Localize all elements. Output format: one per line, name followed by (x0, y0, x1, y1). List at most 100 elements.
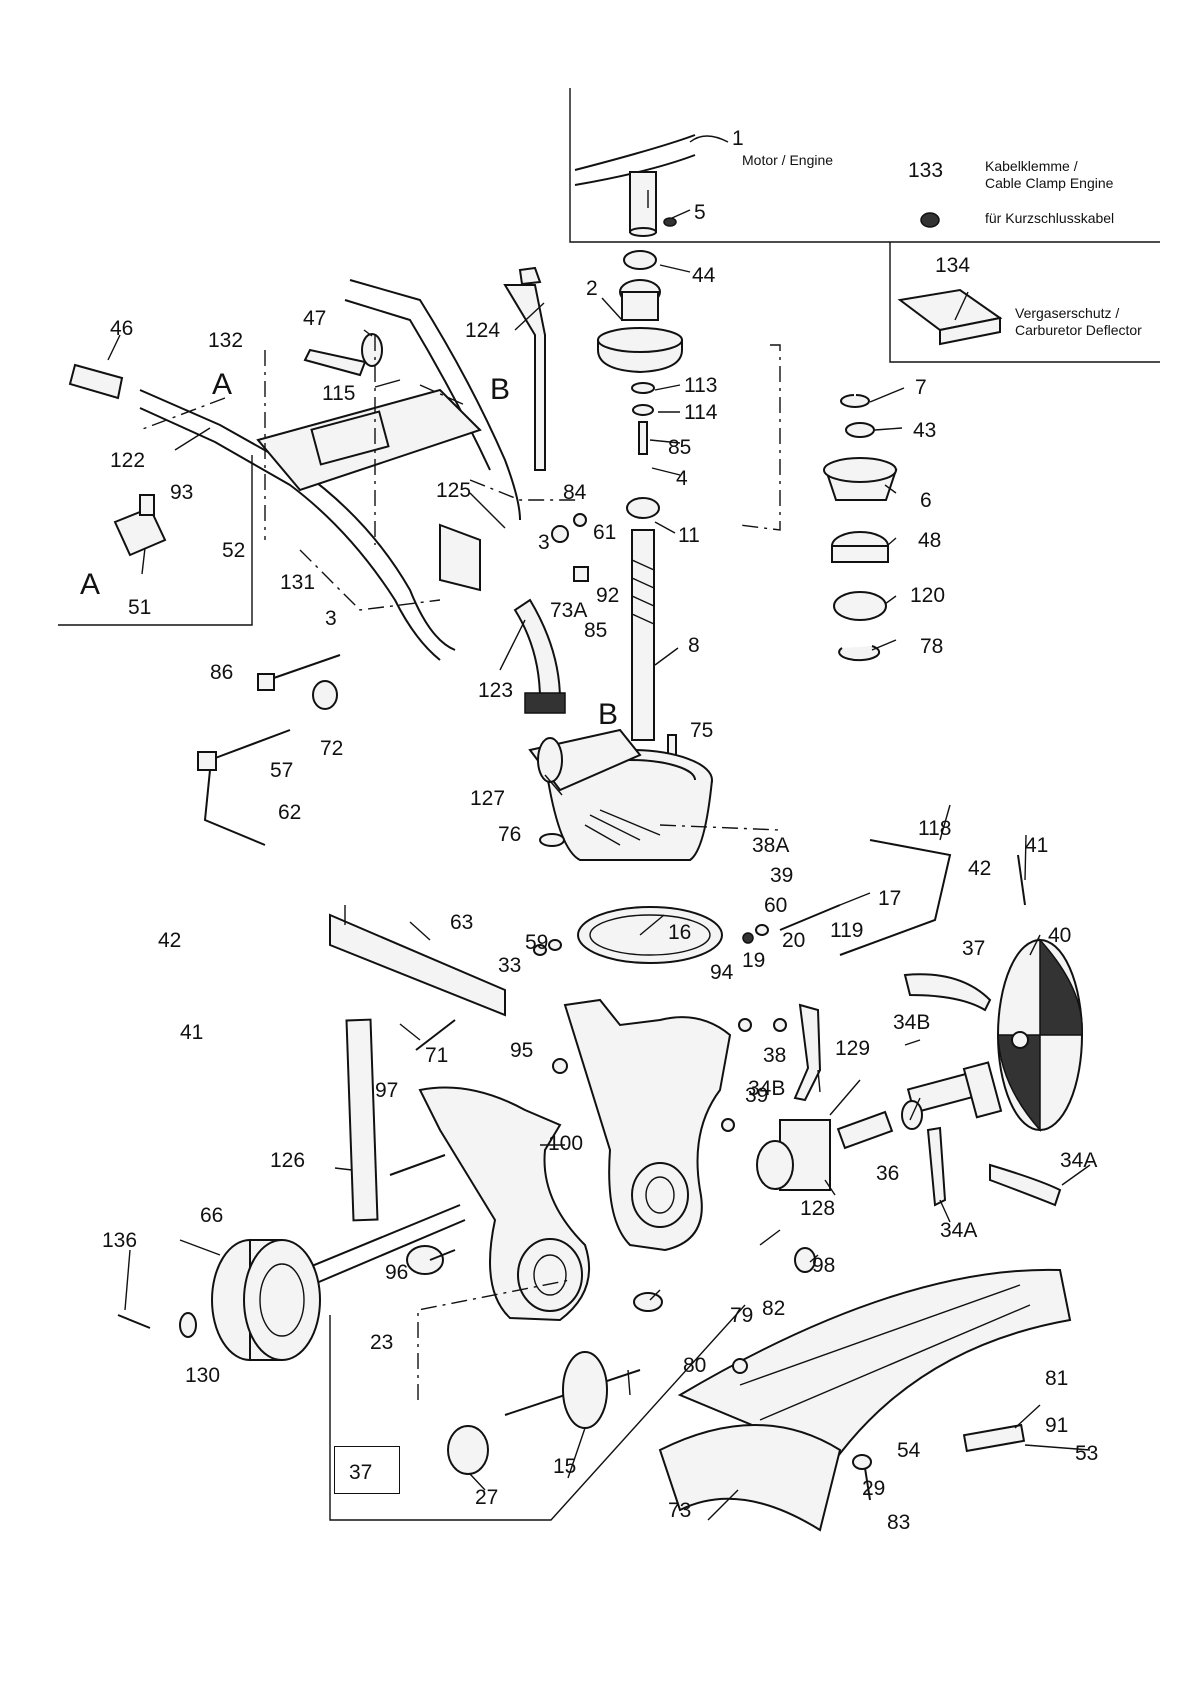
cable-clamp-note: für Kurzschlusskabel (985, 210, 1115, 226)
callout-6: 6 (920, 489, 932, 512)
callout-42: 42 (158, 929, 182, 952)
carburetor-deflector-drawing (897, 288, 1003, 346)
callout-80: 81 (1045, 1367, 1069, 1390)
callout-125: 125 (436, 479, 472, 502)
callout-59: 59 (525, 931, 549, 954)
callout-34b: 34B (748, 1077, 786, 1100)
callout-115: 115 (322, 382, 356, 405)
callout-71: 71 (425, 1044, 449, 1067)
callout-66: 66 (200, 1204, 224, 1227)
callout-118: 118 (918, 817, 952, 840)
callout-54: 53 (1075, 1442, 1099, 1465)
callout-11: 11 (678, 524, 700, 547)
callout-93: 93 (170, 481, 194, 504)
callout-15: 54 (897, 1439, 921, 1462)
wheel-drawing (211, 1239, 321, 1361)
callout-39: 39 (745, 1084, 769, 1107)
callout-136: 136 (102, 1229, 138, 1252)
sub-assembly-box-135: 37 (334, 1446, 400, 1494)
callout-126: 126 (270, 1149, 306, 1172)
callout-47: 47 (303, 307, 327, 330)
callout-132: 132 (208, 329, 244, 352)
callout-29: 27 (475, 1486, 499, 1509)
gearbox-casing-drawing (418, 998, 732, 1322)
callout-34a: 34A (1060, 1149, 1098, 1172)
callout-27: 15 (553, 1455, 577, 1478)
callout-124: 124 (465, 319, 501, 342)
callout-63: 63 (450, 911, 474, 934)
callout-3: 3 (325, 607, 337, 630)
callout-51: 51 (128, 596, 152, 619)
callout-91: 80 (683, 1354, 707, 1377)
callout-1: 1 (732, 127, 744, 150)
tine-guard-drawing (658, 1268, 1072, 1532)
callout-100: 100 (548, 1132, 584, 1155)
callout-53: 91 (1045, 1414, 1069, 1437)
callout-7: 7 (915, 376, 927, 399)
callout-72: 72 (320, 737, 344, 760)
handlebar-drawing (68, 266, 566, 714)
callout-37: 37 (962, 937, 986, 960)
callout-113: 113 (684, 374, 718, 397)
callout-62: 62 (278, 801, 302, 824)
callout-129: 129 (835, 1037, 871, 1060)
callout-52: 52 (222, 539, 246, 562)
callout-41: 41 (1025, 834, 1049, 857)
engine-label: Motor / Engine (742, 152, 834, 168)
carburetor-deflector-subtitle: Carburetor Deflector (1015, 322, 1142, 338)
callout-8: 8 (688, 634, 700, 657)
callout-73a: 73A (550, 599, 588, 622)
callout-61: 61 (593, 521, 617, 544)
callout-73: 29 (862, 1477, 886, 1500)
carburetor-deflector-title: Vergaserschutz / (1015, 305, 1120, 321)
callout-34a: 34A (940, 1219, 978, 1242)
marker-a: A (212, 368, 233, 401)
callout-114: 114 (684, 401, 718, 424)
callout-123: 123 (478, 679, 514, 702)
callout-131: 131 (280, 571, 316, 594)
callout-134: 134 (935, 254, 971, 277)
callout-37: 83 (887, 1511, 911, 1534)
callout-39: 39 (770, 864, 794, 887)
callout-16: 16 (668, 921, 692, 944)
cable-clamp-title: Kabelklemme / (985, 158, 1078, 174)
callout-82: 79 (730, 1304, 754, 1327)
callout-122: 122 (110, 449, 146, 472)
callout-57: 57 (270, 759, 294, 782)
callout-97: 97 (375, 1079, 399, 1102)
callout-60: 60 (764, 894, 788, 917)
callout-84: 84 (563, 481, 587, 504)
callout-20: 20 (782, 929, 806, 952)
callout-83: 73 (668, 1499, 692, 1522)
protective-disc-drawing (997, 938, 1083, 1132)
callout-41: 41 (180, 1021, 204, 1044)
callout-94: 94 (710, 961, 734, 984)
callout-133: 133 (908, 159, 944, 182)
callout-98: 98 (812, 1254, 836, 1277)
callout-130: 130 (185, 1364, 221, 1387)
callout-79: 23 (370, 1331, 394, 1354)
callout-95: 95 (510, 1039, 534, 1062)
callout-96: 96 (385, 1261, 409, 1284)
callout-38: 38 (763, 1044, 787, 1067)
callout-38a: 38A (752, 834, 790, 857)
callout-76: 76 (498, 823, 522, 846)
callout-75: 75 (690, 719, 714, 742)
callout-43: 43 (913, 419, 937, 442)
callout-86: 86 (210, 661, 234, 684)
callout-48: 48 (918, 529, 942, 552)
callout-46: 46 (110, 317, 134, 340)
callout-17: 17 (878, 887, 902, 910)
marker-b: B (490, 373, 511, 406)
callout-36: 36 (876, 1162, 900, 1185)
marker-b: B (598, 698, 619, 731)
gear-housing-drawing (528, 728, 713, 861)
callout-81: 82 (762, 1297, 786, 1320)
callout-19: 19 (742, 949, 766, 972)
callout-44: 44 (692, 264, 716, 287)
callout-128: 128 (800, 1197, 836, 1220)
callout-34b: 34B (893, 1011, 931, 1034)
engine-shaft-drawing (574, 134, 696, 237)
callout-40: 40 (1048, 924, 1072, 947)
callout-135: 37 (349, 1461, 373, 1484)
